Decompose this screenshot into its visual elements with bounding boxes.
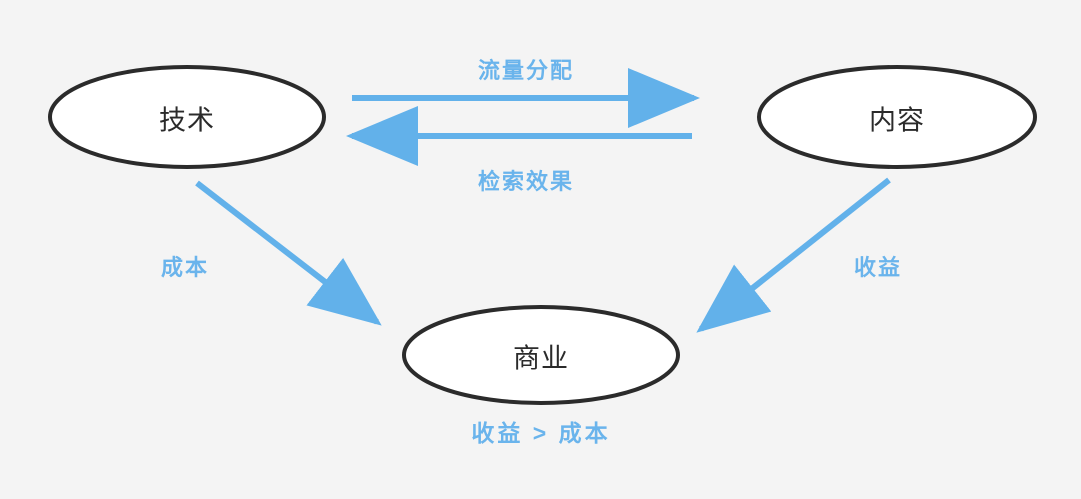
edge-label-revenue: 收益 [853, 255, 903, 280]
edge-label-retrieval-effect: 检索效果 [477, 169, 575, 194]
node-ellipse-technology[interactable] [48, 65, 326, 169]
node-ellipse-content[interactable] [757, 65, 1037, 169]
edge-label-cost: 成本 [160, 255, 210, 280]
caption-revenue-greater-than-cost: 收益 > 成本 [471, 420, 611, 446]
node-ellipse-business[interactable] [402, 305, 680, 405]
edge-arrow-cost [195, 180, 382, 326]
edge-label-traffic-allocation: 流量分配 [477, 58, 575, 83]
edge-arrow-revenue [696, 177, 891, 333]
